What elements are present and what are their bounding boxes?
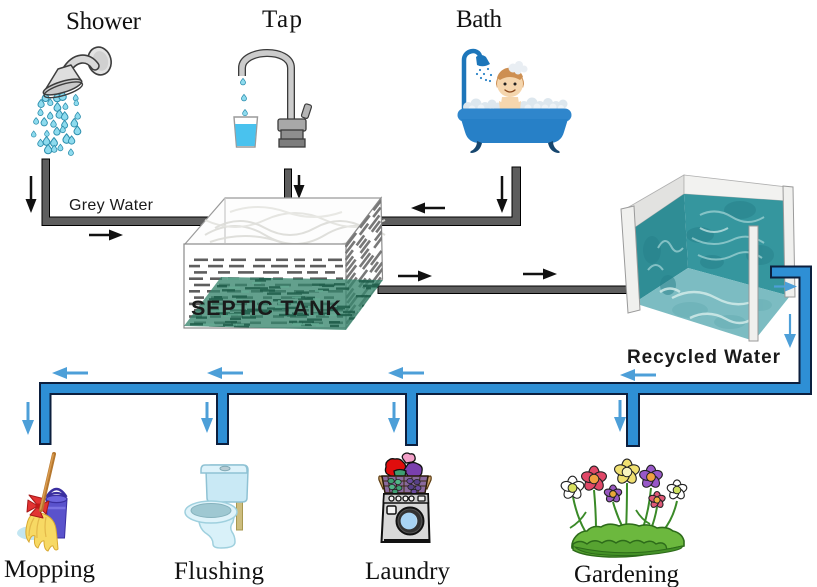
svg-text:Bath: Bath (456, 6, 503, 33)
svg-text:SEPTIC TANK: SEPTIC TANK (191, 296, 341, 320)
svg-text:Flushing: Flushing (174, 558, 265, 585)
svg-text:Recycled Water: Recycled Water (627, 347, 781, 368)
svg-text:Laundry: Laundry (365, 558, 451, 585)
svg-text:Grey Water: Grey Water (69, 197, 154, 214)
svg-text:Mopping: Mopping (4, 556, 96, 583)
svg-text:Tap: Tap (262, 6, 302, 33)
svg-text:Shower: Shower (66, 8, 142, 35)
svg-text:Gardening: Gardening (574, 561, 680, 587)
